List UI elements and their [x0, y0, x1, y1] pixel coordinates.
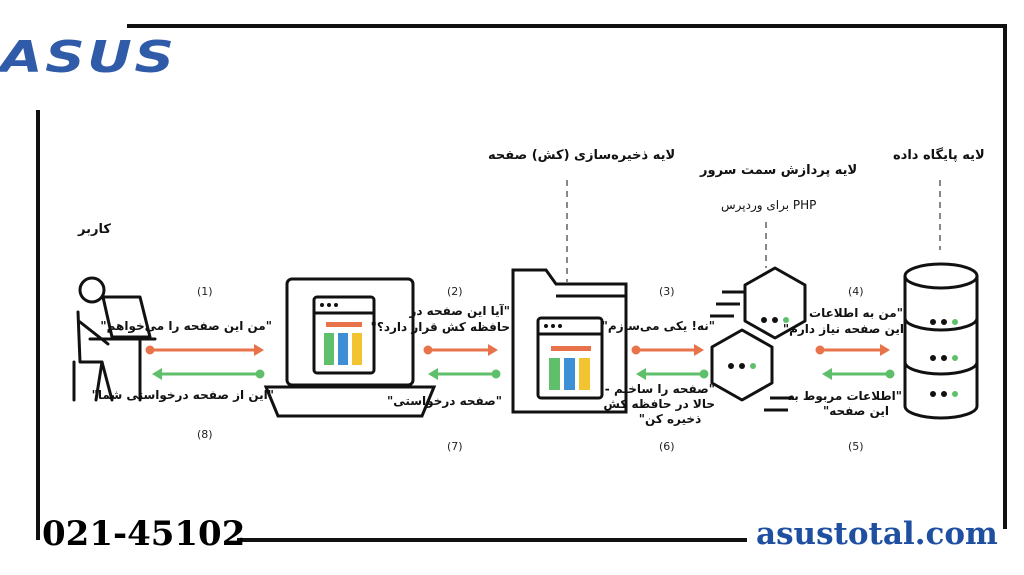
frame-left-line [36, 110, 40, 540]
step-2-label-line1: "آیا این صفحه در [409, 304, 510, 318]
footer-divider [237, 538, 747, 542]
step-8-label: "این از صفحه درخواستی شما" [91, 388, 274, 402]
step-6-label-line3: ذخیره کن" [638, 412, 702, 426]
laptop-browser-icon [263, 277, 437, 418]
step-5-label-line1: "اطلاعات مربوط به [786, 389, 902, 403]
database-layer-title: لایه پایگاه داده [893, 148, 985, 163]
phone-number: 021-45102 [42, 514, 246, 554]
step-7-number: (7) [447, 440, 463, 453]
step-3-number: (3) [659, 285, 675, 298]
arrow-step-1 [145, 344, 264, 356]
step-1-number: (1) [197, 285, 213, 298]
server-layer-subtitle: PHP برای وردپرس [721, 198, 817, 212]
step-8-number: (8) [197, 428, 213, 441]
asus-logo: ASUS [0, 32, 177, 83]
arrow-step-7 [428, 368, 501, 380]
arrow-step-5 [822, 368, 895, 380]
step-6-number: (6) [659, 440, 675, 453]
step-5-label-line2: این صفحه" [822, 404, 889, 418]
step-4-number: (4) [848, 285, 864, 298]
step-3-label: "نه! یکی می‌سازم" [601, 319, 715, 333]
step-7-label: "صفحه درخواستی" [386, 394, 502, 408]
arrow-step-6 [636, 368, 709, 380]
step-1-label: "من این صفحه را می‌خواهم" [100, 319, 272, 333]
step-6-label-line1: "صفحه را ساختم - [604, 382, 715, 396]
user-at-desk-icon [72, 276, 157, 402]
server-layer-title: لایه پردازش سمت سرور [700, 163, 858, 178]
cache-folder-icon [511, 268, 628, 414]
step-4-label-line2: این صفحه نیاز دارم" [782, 322, 904, 336]
arrow-step-8 [152, 368, 265, 380]
arrow-step-2 [423, 344, 498, 356]
step-2-label-line2: حافظه کش قرار دارد؟" [370, 320, 510, 334]
arrow-step-4 [815, 344, 890, 356]
website-link[interactable]: asustotal.com [756, 516, 998, 552]
frame-right-line [1003, 24, 1007, 529]
server-hexagon-icon [710, 266, 807, 412]
step-4-label-line1: "من به اطلاعات [809, 306, 903, 320]
user-layer-title: کاربر [78, 222, 111, 237]
database-cylinder-icon [903, 262, 979, 420]
step-5-number: (5) [848, 440, 864, 453]
frame-top-line [127, 24, 1007, 28]
step-2-number: (2) [447, 285, 463, 298]
step-6-label-line2: حالا در حافظه کش [603, 397, 715, 411]
arrow-step-3 [631, 344, 704, 356]
cache-layer-title: لایه ذخیره‌سازی (کش) صفحه [488, 148, 676, 163]
